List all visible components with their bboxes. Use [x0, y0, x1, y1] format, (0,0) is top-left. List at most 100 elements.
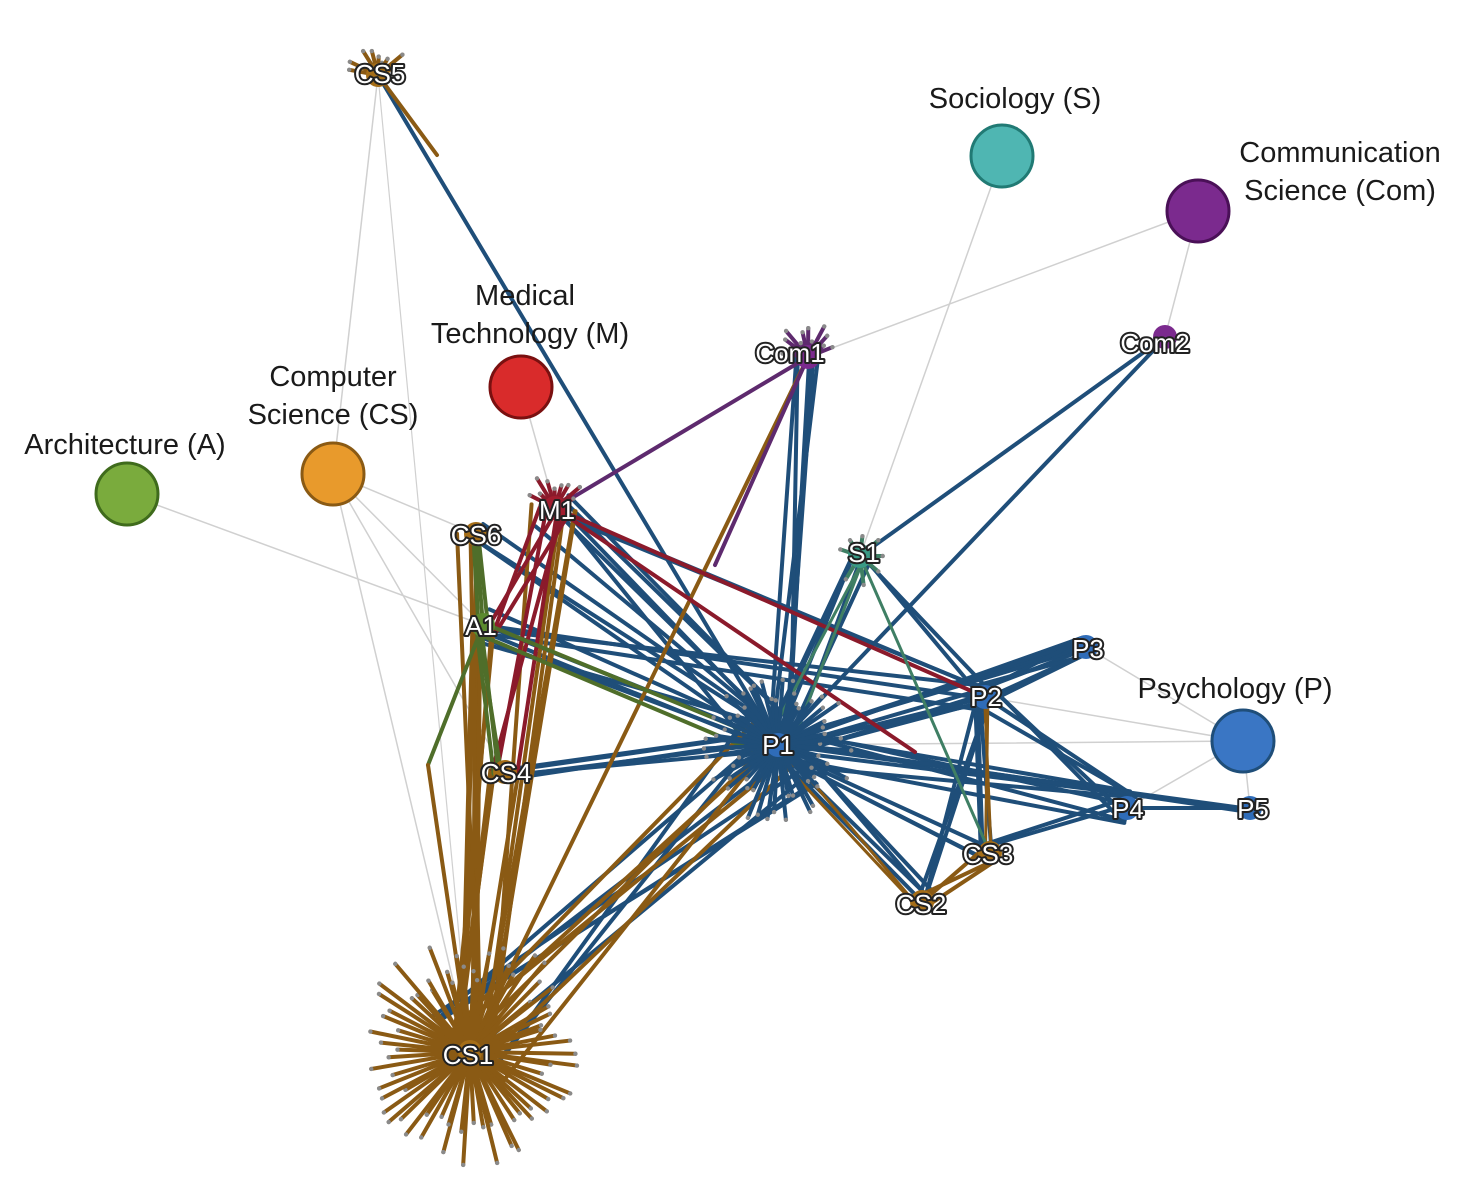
- spike-end: [545, 479, 550, 484]
- spike-end: [816, 753, 821, 758]
- category-edge: [377, 74, 471, 1053]
- network-edge: [983, 695, 993, 855]
- node-label-cs6: CS6: [451, 520, 502, 550]
- spike-end: [538, 1023, 544, 1028]
- node-marker-p5: [1238, 796, 1262, 820]
- category-edge: [126, 493, 484, 626]
- category-node-p: [1210, 708, 1276, 774]
- network-edge: [481, 521, 788, 737]
- spike-end: [460, 1162, 466, 1168]
- network-edge: [713, 355, 810, 567]
- spike-end: [821, 343, 826, 348]
- spike-end: [454, 953, 459, 959]
- spike-end: [346, 67, 352, 73]
- spike-end: [546, 1096, 551, 1102]
- spike-end: [444, 969, 450, 975]
- spike-end: [516, 1147, 521, 1153]
- node-marker-cs2: [910, 890, 934, 914]
- spike-end: [542, 960, 547, 965]
- spike-end: [822, 324, 827, 329]
- network-edges: [376, 73, 1252, 1086]
- label-architecture: Architecture (A): [24, 429, 225, 461]
- spike-end: [347, 59, 353, 64]
- spike-end: [727, 776, 732, 781]
- hub-spike: [426, 978, 472, 1054]
- spike-end: [532, 953, 538, 958]
- spike-end: [390, 1072, 395, 1078]
- spike-end: [790, 793, 796, 798]
- spike-end: [426, 978, 431, 983]
- network-edge: [474, 624, 496, 776]
- spike-end: [400, 52, 405, 57]
- spike-end: [838, 547, 843, 552]
- category-edge: [332, 473, 471, 1053]
- spike-end: [419, 1135, 424, 1140]
- spike-end: [424, 1112, 429, 1117]
- category-edge: [332, 74, 379, 475]
- spike-end: [380, 1013, 386, 1019]
- spike-end: [537, 979, 542, 984]
- spike-end: [830, 344, 835, 350]
- label-computer-science-line1: Computer: [269, 361, 397, 393]
- spike-end: [511, 972, 516, 977]
- node-label-cs3: CS3: [963, 839, 1014, 869]
- spike-end: [501, 946, 506, 951]
- spike-end: [794, 701, 799, 707]
- hub-spike: [459, 1050, 472, 1134]
- hub-spike: [393, 961, 472, 1054]
- label-psychology: Psychology (P): [1137, 673, 1332, 705]
- spike-end: [488, 1122, 494, 1127]
- network-edge: [553, 505, 764, 763]
- spike-end: [783, 337, 788, 342]
- spike-end: [745, 815, 751, 821]
- spike-end: [386, 1119, 391, 1125]
- network-edge: [983, 694, 1138, 799]
- spike-end: [704, 754, 709, 760]
- spike-end: [808, 809, 813, 815]
- spike-end: [552, 1033, 558, 1038]
- node-marker-p1: [766, 733, 790, 757]
- spike-end: [713, 733, 719, 738]
- spike-end: [395, 1028, 401, 1033]
- spike-end: [796, 706, 801, 711]
- node-marker-cs6: [464, 522, 488, 546]
- spike-end: [471, 968, 476, 974]
- spike-end: [377, 981, 382, 986]
- label-medical-technology-line2: Technology (M): [431, 318, 629, 350]
- spike-end: [378, 1040, 384, 1045]
- spike-end: [446, 1122, 451, 1127]
- spike-end: [806, 325, 811, 331]
- node-markers: [366, 63, 1262, 1064]
- node-label-a1: A1: [465, 611, 497, 641]
- spike-end: [494, 1160, 500, 1166]
- spike-end: [809, 339, 815, 344]
- network-edge: [858, 335, 1167, 558]
- spike-end: [364, 62, 370, 68]
- network-edge: [471, 532, 481, 628]
- hub-spike: [468, 946, 506, 1054]
- node-label-m1: M1: [539, 495, 575, 525]
- spike-end: [450, 980, 455, 985]
- spike-end: [820, 725, 826, 730]
- hub-spike: [776, 743, 788, 822]
- spike-end: [474, 978, 480, 983]
- network-edge: [859, 552, 985, 701]
- network-edge: [468, 355, 810, 1054]
- network-edge: [376, 73, 780, 747]
- category-node-m: [488, 354, 554, 420]
- spike-end: [403, 1132, 409, 1137]
- spike-end: [567, 1038, 573, 1043]
- network-edge: [485, 507, 560, 630]
- category-nodes: [94, 123, 1276, 774]
- spike-end: [722, 727, 727, 732]
- network-edge: [533, 524, 789, 739]
- spike-end: [369, 48, 375, 54]
- spike-end: [741, 691, 746, 696]
- node-marker-cs3: [978, 841, 1002, 865]
- node-marker-p4: [1115, 796, 1139, 820]
- spike-end: [529, 1116, 534, 1121]
- spike-end: [376, 991, 382, 997]
- network-edge: [473, 532, 485, 628]
- network-edge: [923, 858, 998, 909]
- spike-end: [727, 715, 733, 720]
